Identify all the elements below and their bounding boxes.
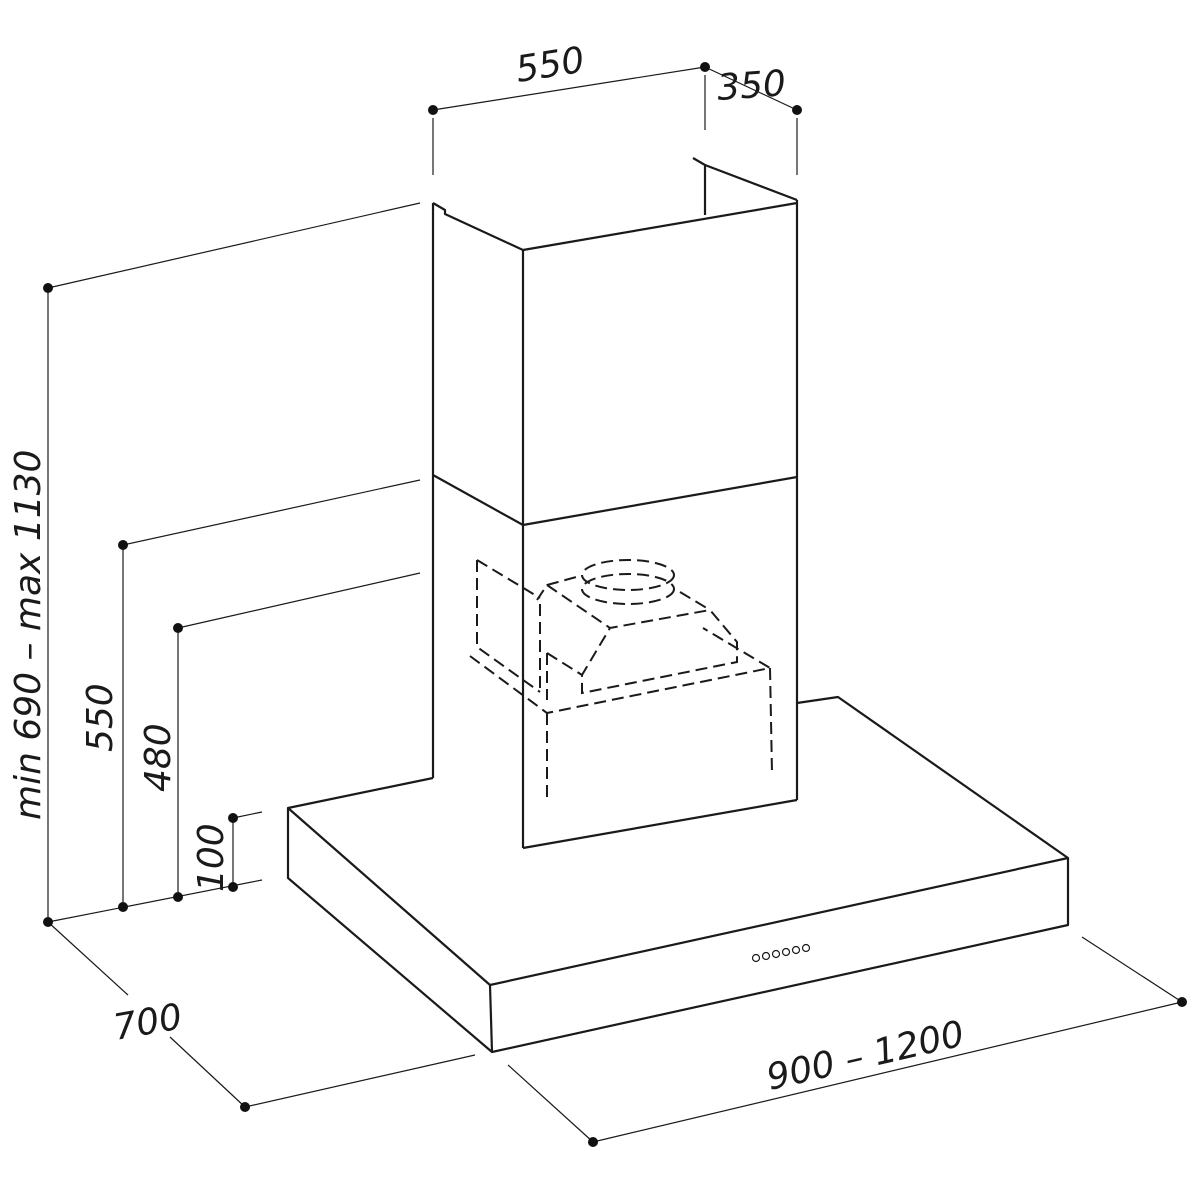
dim-canopy-width: 900 – 1200 <box>763 1014 968 1099</box>
chimney-upper <box>431 157 799 527</box>
button-icon <box>771 949 781 959</box>
button-icon <box>751 953 761 963</box>
motor-hidden <box>469 559 773 800</box>
dim-chimney-depth: 350 <box>716 63 787 109</box>
dim-chimney-width: 550 <box>513 40 587 91</box>
button-icon <box>791 945 801 955</box>
button-icon <box>761 951 771 961</box>
button-icon <box>781 947 791 957</box>
dim-lower-chimney: 550 <box>80 683 121 752</box>
chimney-lower <box>431 475 799 850</box>
dim-canopy-thickness: 100 <box>191 823 232 892</box>
dim-total-height: min 690 – max 1130 <box>8 450 49 820</box>
button-icon <box>801 943 811 953</box>
control-buttons <box>751 943 811 963</box>
canopy <box>286 695 1070 1054</box>
dim-motor-height: 480 <box>138 723 179 792</box>
dimension-lines <box>43 62 1187 1147</box>
